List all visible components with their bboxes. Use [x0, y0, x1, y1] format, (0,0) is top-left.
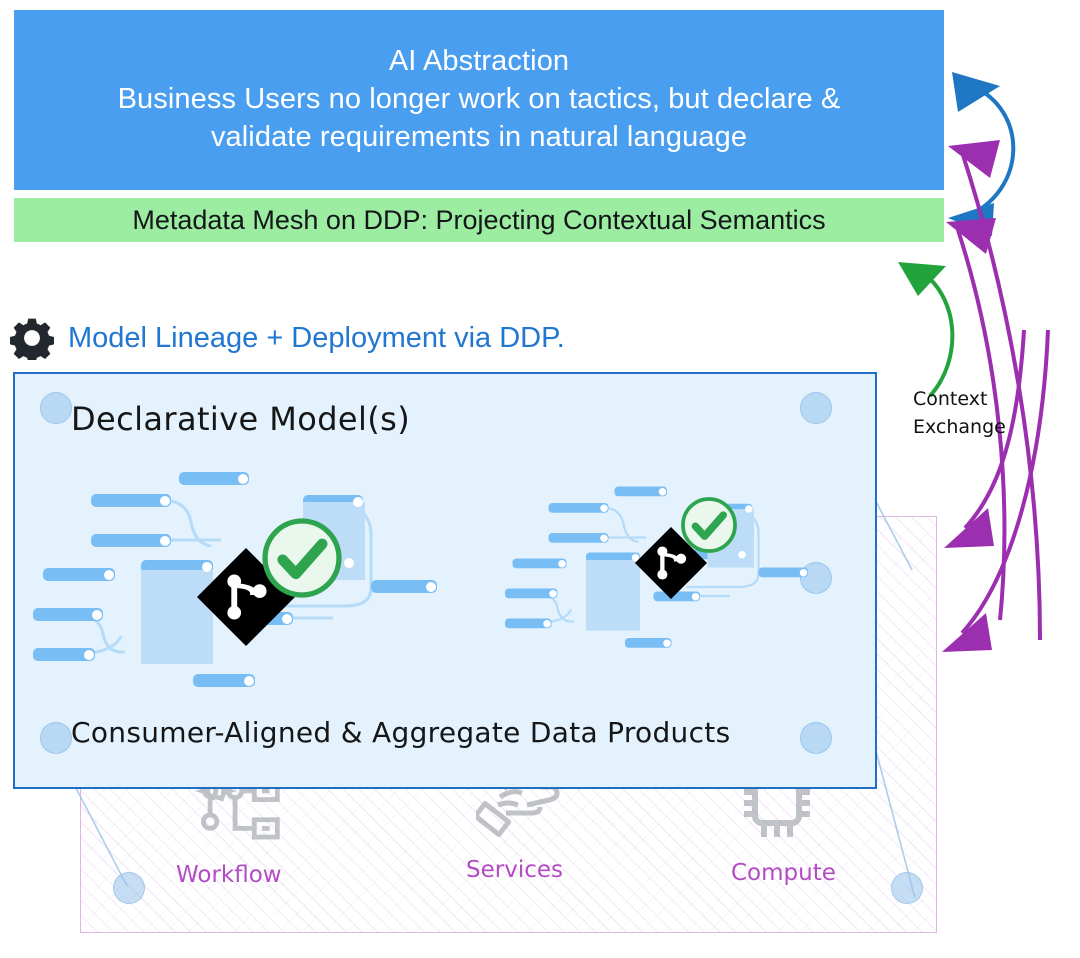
- purple-arrow-to-infra-lower: [942, 329, 1050, 652]
- section-title: Model Lineage + Deployment via DDP.: [68, 321, 565, 354]
- pin-model-top-right: [800, 392, 832, 424]
- model-box-title: Declarative Model(s): [71, 400, 411, 438]
- ai-abstraction-line-3: validate requirements in natural languag…: [210, 120, 748, 153]
- ai-abstraction-title: AI Abstraction: [388, 45, 570, 78]
- section-title-row: Model Lineage + Deployment via DDP.: [10, 316, 565, 360]
- gear-icon: [10, 318, 54, 360]
- infra-label-workflow: Workflow: [176, 862, 282, 888]
- ai-abstraction-banner: AI Abstraction Business Users no longer …: [14, 10, 944, 190]
- ai-abstraction-line-2: Business Users no longer work on tactics…: [117, 83, 841, 116]
- pin-model-bottom-right: [800, 722, 832, 754]
- model-box-footer: Consumer-Aligned & Aggregate Data Produc…: [71, 716, 731, 749]
- context-exchange-label: Context Exchange: [913, 386, 1043, 441]
- validation-check-icon-left: [262, 518, 342, 598]
- validation-check-icon-right: [681, 497, 737, 553]
- infra-label-services: Services: [466, 857, 563, 883]
- git-branch-icon-right: [635, 527, 707, 599]
- pin-model-top-left: [40, 392, 72, 424]
- declarative-model-box: Declarative Model(s) Consumer-Aligned & …: [13, 372, 877, 789]
- pin-bottom-right: [891, 872, 923, 904]
- context-exchange-line-1: Context: [913, 388, 988, 410]
- pin-model-right-mid: [800, 562, 832, 594]
- pin-bottom-left: [113, 872, 145, 904]
- metadata-mesh-label: Metadata Mesh on DDP: Projecting Context…: [132, 204, 826, 235]
- infra-label-compute: Compute: [731, 860, 836, 886]
- metadata-mesh-banner: Metadata Mesh on DDP: Projecting Context…: [14, 198, 944, 242]
- context-exchange-line-2: Exchange: [913, 415, 1006, 438]
- green-context-exchange-arrow: [898, 262, 955, 398]
- blue-context-arrows: [948, 72, 1016, 236]
- pin-model-bottom-left: [40, 722, 72, 754]
